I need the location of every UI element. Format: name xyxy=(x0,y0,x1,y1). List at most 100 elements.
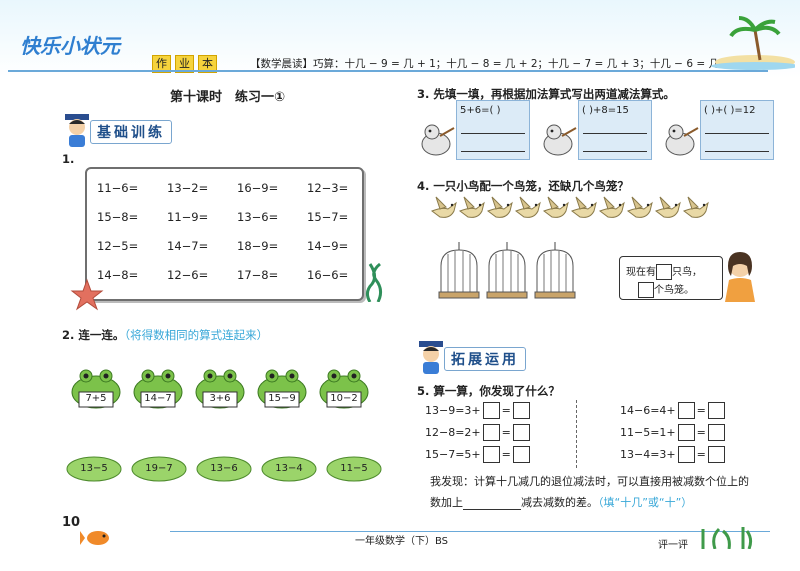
equals-sign: = xyxy=(501,404,511,417)
bird-icon xyxy=(598,195,626,221)
answer-box[interactable] xyxy=(512,402,530,419)
lily-equation: 13−5 xyxy=(80,463,108,474)
equation: 12−3= xyxy=(307,181,349,195)
q5-equation-row: 11−5=1+= xyxy=(620,424,725,441)
student-icon xyxy=(65,114,89,147)
birdcage-icon xyxy=(438,242,480,300)
answer-box[interactable] xyxy=(638,282,654,298)
answer-line[interactable] xyxy=(583,151,647,152)
answer-box[interactable] xyxy=(482,424,500,441)
birdcage-icon xyxy=(486,242,528,300)
student-icon xyxy=(419,341,443,374)
answer-box[interactable] xyxy=(707,446,725,463)
answer-box[interactable] xyxy=(677,402,695,419)
answer-box[interactable] xyxy=(707,424,725,441)
equation-board: 11−6= 13−2= 16−9= 12−3= 15−8= 11−9= 13−6… xyxy=(85,167,364,301)
basic-section-header: 基础训练 xyxy=(60,114,172,147)
frog-icon xyxy=(133,369,183,409)
answer-box[interactable] xyxy=(512,446,530,463)
discover-blank[interactable] xyxy=(463,498,521,510)
lesson-title: 第十课时 练习一① xyxy=(170,90,286,105)
badge-char: 业 xyxy=(175,55,194,73)
q5-equations: 13−9=3+=12−8=2+=15−7=5+=14−6=4+=11−5=1+=… xyxy=(425,402,785,467)
answer-box[interactable] xyxy=(512,424,530,441)
answer-box[interactable] xyxy=(656,264,672,280)
lily-icon xyxy=(196,456,252,482)
frog-icon xyxy=(71,369,121,409)
badge-char: 作 xyxy=(152,55,171,73)
frog-card[interactable]: 7+5 xyxy=(70,368,122,412)
frog-card[interactable]: 14−7 xyxy=(132,368,184,412)
speech-line-1: 现在有 只鸟， xyxy=(626,263,702,280)
frog-card[interactable]: 15−9 xyxy=(256,368,308,412)
equation-panel: ( )+( )=12 xyxy=(700,100,774,160)
equation: 17−8= xyxy=(237,268,279,282)
answer-line[interactable] xyxy=(705,133,769,134)
lily-pad[interactable]: 13−6 xyxy=(196,455,252,483)
discover-hint: （填“十几”或“十”） xyxy=(598,496,693,509)
speech-text: 个鸟笼。 xyxy=(654,285,694,296)
girl-icon xyxy=(725,252,755,302)
q5-equation: 11−5=1+ xyxy=(620,426,676,439)
lily-pad[interactable]: 13−5 xyxy=(66,455,122,483)
lily-equation: 19−7 xyxy=(145,463,173,474)
fish-icon xyxy=(80,531,109,545)
q5-equation-row: 13−9=3+= xyxy=(425,402,530,419)
answer-line[interactable] xyxy=(461,133,525,134)
equation: 14−8= xyxy=(97,268,139,282)
q5-label: 5. 算一算，你发现了什么？ xyxy=(417,384,560,398)
lily-pad[interactable]: 19−7 xyxy=(131,455,187,483)
lily-equation: 13−6 xyxy=(210,463,238,474)
lily-pad[interactable]: 11−5 xyxy=(326,455,382,483)
equals-sign: = xyxy=(501,448,511,461)
equation: 16−9= xyxy=(237,181,279,195)
header-divider xyxy=(8,70,768,72)
lily-equation: 11−5 xyxy=(340,463,368,474)
frog-card[interactable]: 3+6 xyxy=(194,368,246,412)
bird-icon xyxy=(514,195,542,221)
equation: 13−6= xyxy=(237,210,279,224)
q5-equation-row: 14−6=4+= xyxy=(620,402,725,419)
homework-badge: 作 业 本 xyxy=(152,55,217,73)
answer-box[interactable] xyxy=(482,402,500,419)
answer-box[interactable] xyxy=(482,446,500,463)
discover-text: 减去减数的差。 xyxy=(521,496,598,509)
lily-equation: 13−4 xyxy=(275,463,303,474)
bird-icon xyxy=(542,195,570,221)
lily-pad[interactable]: 13−4 xyxy=(261,455,317,483)
equation-grid: 11−6= 13−2= 16−9= 12−3= 15−8= 11−9= 13−6… xyxy=(97,181,367,282)
q2-label: 2. 连一连。 xyxy=(62,328,125,342)
frog-equation: 7+5 xyxy=(85,393,107,404)
equation: 18−9= xyxy=(237,239,279,253)
frog-equation: 14−7 xyxy=(144,393,172,404)
page-number: 10 xyxy=(62,515,81,530)
q1-number: 1. xyxy=(62,152,75,166)
speech-text: 现在有 xyxy=(626,267,656,278)
q4-label: 4. 一只小鸟配一个鸟笼，还缺几个鸟笼？ xyxy=(417,179,629,193)
frog-icon xyxy=(319,369,369,409)
equals-sign: = xyxy=(501,426,511,439)
lily-icon xyxy=(326,456,382,482)
equation: 13−2= xyxy=(167,181,209,195)
equation: 14−7= xyxy=(167,239,209,253)
lily-icon xyxy=(131,456,187,482)
answer-box[interactable] xyxy=(677,424,695,441)
panel-equation: 5+6=( ) xyxy=(460,105,501,116)
lily-icon xyxy=(261,456,317,482)
book-title: 一年级数学（下）BS xyxy=(355,536,449,547)
answer-box[interactable] xyxy=(707,402,725,419)
answer-line[interactable] xyxy=(705,151,769,152)
morning-reading: 【数学晨读】巧算：十几 − 9 = 几 + 1；十几 − 8 = 几 + 2；十… xyxy=(250,58,752,70)
discover-line-1: 我发现：计算十几减几的退位减法时，可以直接用被减数个位上的 xyxy=(430,475,749,488)
speech-text: 只鸟， xyxy=(672,267,702,278)
speech-line-2: 个鸟笼。 xyxy=(638,281,694,298)
seal-icon xyxy=(418,122,456,158)
answer-line[interactable] xyxy=(461,151,525,152)
answer-line[interactable] xyxy=(583,133,647,134)
app-logo: 快乐小状元 xyxy=(20,34,120,58)
frog-card[interactable]: 10−2 xyxy=(318,368,370,412)
equation: 11−6= xyxy=(97,181,139,195)
panel-equation: ( )+8=15 xyxy=(582,105,629,116)
answer-box[interactable] xyxy=(677,446,695,463)
q5-equation: 13−4=3+ xyxy=(620,448,676,461)
